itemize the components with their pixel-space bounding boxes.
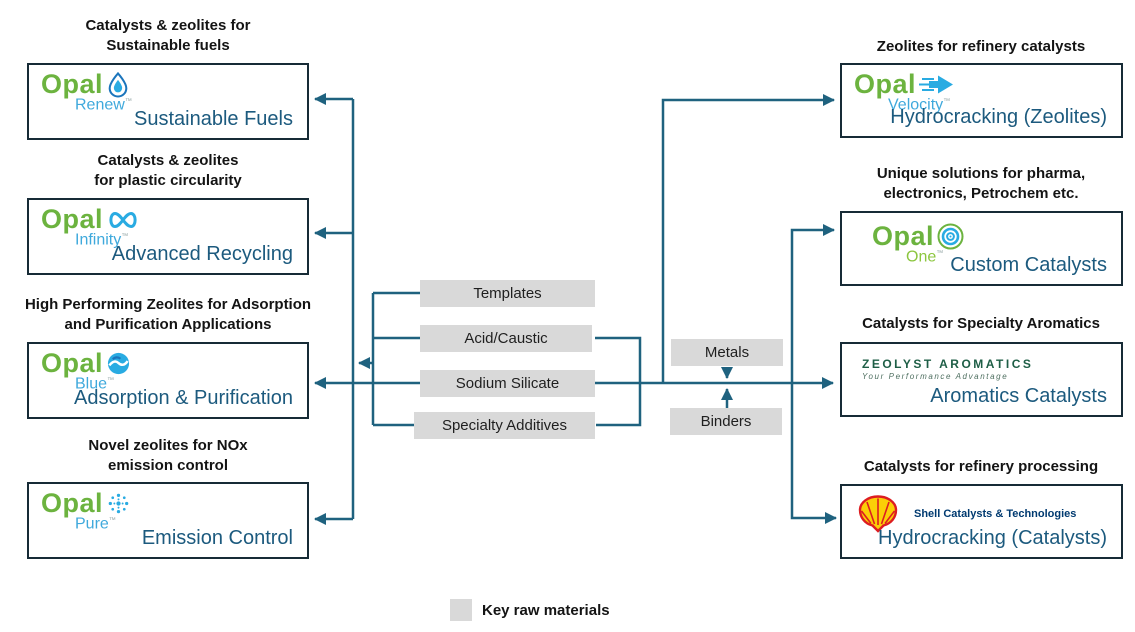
opal-renew-logo: Opal Renew™ bbox=[41, 71, 132, 113]
raw-material-specialty-additives: Specialty Additives bbox=[414, 412, 595, 439]
trademark-mark: ™ bbox=[108, 517, 116, 524]
opal-sub-brand: Blue bbox=[75, 375, 108, 393]
speed-arrow-icon bbox=[919, 74, 955, 95]
opal-sub-brand: Renew bbox=[75, 96, 125, 114]
shell-brand-text: Shell Catalysts & Technologies bbox=[914, 508, 1077, 520]
product-name: Custom Catalysts bbox=[950, 254, 1107, 276]
heading-text: High Performing Zeolites for Adsorption bbox=[24, 296, 312, 313]
product-box-hydrocracking-catalysts: Shell Catalysts & Technologies Hydrocrac… bbox=[840, 484, 1123, 559]
raw-material-label: Metals bbox=[704, 344, 750, 361]
raw-material-label: Templates bbox=[473, 285, 542, 302]
raw-material-label: Specialty Additives bbox=[441, 417, 568, 434]
wave-icon bbox=[106, 351, 131, 376]
product-name: Aromatics Catalysts bbox=[930, 385, 1107, 407]
raw-material-templates: Templates bbox=[420, 280, 595, 307]
heading-text: Novel zeolites for NOx bbox=[88, 437, 248, 454]
infinity-icon bbox=[106, 209, 140, 231]
opal-sub-brand: Velocity bbox=[888, 96, 944, 114]
raw-material-label: Sodium Silicate bbox=[455, 375, 560, 392]
heading-aromatics-catalysts: Catalysts for Specialty Aromatics bbox=[826, 314, 1135, 334]
droplet-icon bbox=[106, 71, 130, 98]
trademark-mark: ™ bbox=[124, 98, 132, 105]
raw-material-metals: Metals bbox=[671, 339, 783, 366]
trademark-mark: ™ bbox=[121, 233, 129, 240]
opal-wordmark: Opal bbox=[41, 69, 104, 99]
product-name: Emission Control bbox=[141, 527, 293, 549]
heading-adsorption-purification: High Performing Zeolites for Adsorption … bbox=[0, 295, 336, 335]
legend-swatch bbox=[450, 599, 472, 621]
opal-wordmark: Opal bbox=[41, 348, 104, 378]
product-box-advanced-recycling: Opal Infinity™ Advanced Recycling bbox=[27, 198, 309, 275]
product-name: Hydrocracking (Zeolites) bbox=[890, 106, 1107, 128]
opal-wordmark: Opal bbox=[41, 488, 104, 518]
opal-wordmark: Opal bbox=[854, 69, 917, 99]
legend-label: Key raw materials bbox=[482, 601, 610, 619]
heading-hydrocracking-catalysts: Catalysts for refinery processing bbox=[826, 457, 1135, 477]
product-name: Advanced Recycling bbox=[111, 243, 293, 265]
heading-text: electronics, Petrochem etc. bbox=[883, 185, 1079, 202]
zeolyst-aromatics-logo: ZEOLYST AROMATICS Your Performance Advan… bbox=[862, 357, 1033, 381]
product-name: Sustainable Fuels bbox=[134, 108, 293, 130]
product-box-custom-catalysts: Opal One™ Custom Catalysts bbox=[840, 211, 1123, 286]
heading-text: for plastic circularity bbox=[94, 172, 242, 189]
trademark-mark: ™ bbox=[943, 98, 951, 105]
heading-text: Catalysts for Specialty Aromatics bbox=[862, 315, 1100, 332]
heading-custom-catalysts: Unique solutions for pharma, electronics… bbox=[826, 164, 1135, 204]
opal-velocity-logo: Opal Velocity™ bbox=[854, 71, 955, 113]
heading-sustainable-fuels: Catalysts & zeolites for Sustainable fue… bbox=[0, 16, 336, 56]
raw-material-label: Acid/Caustic bbox=[464, 330, 548, 347]
raw-material-binders: Binders bbox=[670, 408, 782, 435]
shell-pecten-icon bbox=[858, 495, 898, 533]
opal-blue-logo: Opal Blue™ bbox=[41, 350, 131, 392]
heading-text: Zeolites for refinery catalysts bbox=[876, 38, 1086, 55]
heading-text: Catalysts & zeolites bbox=[97, 152, 239, 169]
product-box-sustainable-fuels: Opal Renew™ Sustainable Fuels bbox=[27, 63, 309, 140]
heading-text: Unique solutions for pharma, bbox=[876, 165, 1086, 182]
heading-text: emission control bbox=[107, 457, 229, 474]
raw-material-label: Binders bbox=[700, 413, 752, 430]
line-to-hydrocracking-catalysts bbox=[790, 383, 837, 524]
opal-sub-brand: Infinity bbox=[75, 231, 122, 249]
concentric-circles-icon bbox=[937, 223, 964, 250]
heading-advanced-recycling: Catalysts & zeolites for plastic circula… bbox=[0, 151, 336, 191]
line-to-custom-catalysts bbox=[790, 224, 835, 383]
opal-pure-logo: Opal Pure™ bbox=[41, 490, 131, 532]
shell-logo: Shell Catalysts & Technologies bbox=[858, 495, 1076, 533]
raw-material-sodium-silicate: Sodium Silicate bbox=[420, 370, 595, 397]
product-box-emission-control: Opal Pure™ Emission Control bbox=[27, 482, 309, 559]
opal-one-logo: Opal One™ bbox=[872, 223, 964, 265]
zeolyst-wordmark: ZEOLYST AROMATICS bbox=[862, 357, 1034, 371]
product-name: Adsorption & Purification bbox=[73, 387, 293, 409]
opal-sub-brand: Pure bbox=[75, 515, 109, 533]
raw-material-acid-caustic: Acid/Caustic bbox=[420, 325, 592, 352]
product-box-aromatics-catalysts: ZEOLYST AROMATICS Your Performance Advan… bbox=[840, 342, 1123, 417]
legend: Key raw materials bbox=[450, 599, 610, 621]
acid-specialty-right-link bbox=[595, 336, 642, 427]
product-box-hydrocracking-zeolites: Opal Velocity™ Hydrocracking (Zeolites) bbox=[840, 63, 1123, 138]
opal-wordmark: Opal bbox=[872, 221, 935, 251]
trademark-mark: ™ bbox=[936, 250, 944, 257]
heading-emission-control: Novel zeolites for NOx emission control bbox=[0, 436, 336, 476]
heading-hydrocracking-zeolites: Zeolites for refinery catalysts bbox=[826, 37, 1135, 57]
opal-sub-brand: One bbox=[906, 248, 937, 266]
heading-text: and Purification Applications bbox=[64, 316, 272, 333]
heading-text: Catalysts & zeolites for bbox=[85, 17, 251, 34]
opal-wordmark: Opal bbox=[41, 204, 104, 234]
product-box-adsorption-purification: Opal Blue™ Adsorption & Purification bbox=[27, 342, 309, 419]
snowflake-icon bbox=[106, 491, 131, 516]
trademark-mark: ™ bbox=[107, 377, 115, 384]
opal-infinity-logo: Opal Infinity™ bbox=[41, 206, 140, 248]
product-name: Hydrocracking (Catalysts) bbox=[878, 527, 1107, 549]
zeolyst-tagline: Your Performance Advantage bbox=[862, 372, 1009, 381]
heading-text: Catalysts for refinery processing bbox=[863, 458, 1099, 475]
heading-text: Sustainable fuels bbox=[106, 37, 230, 54]
